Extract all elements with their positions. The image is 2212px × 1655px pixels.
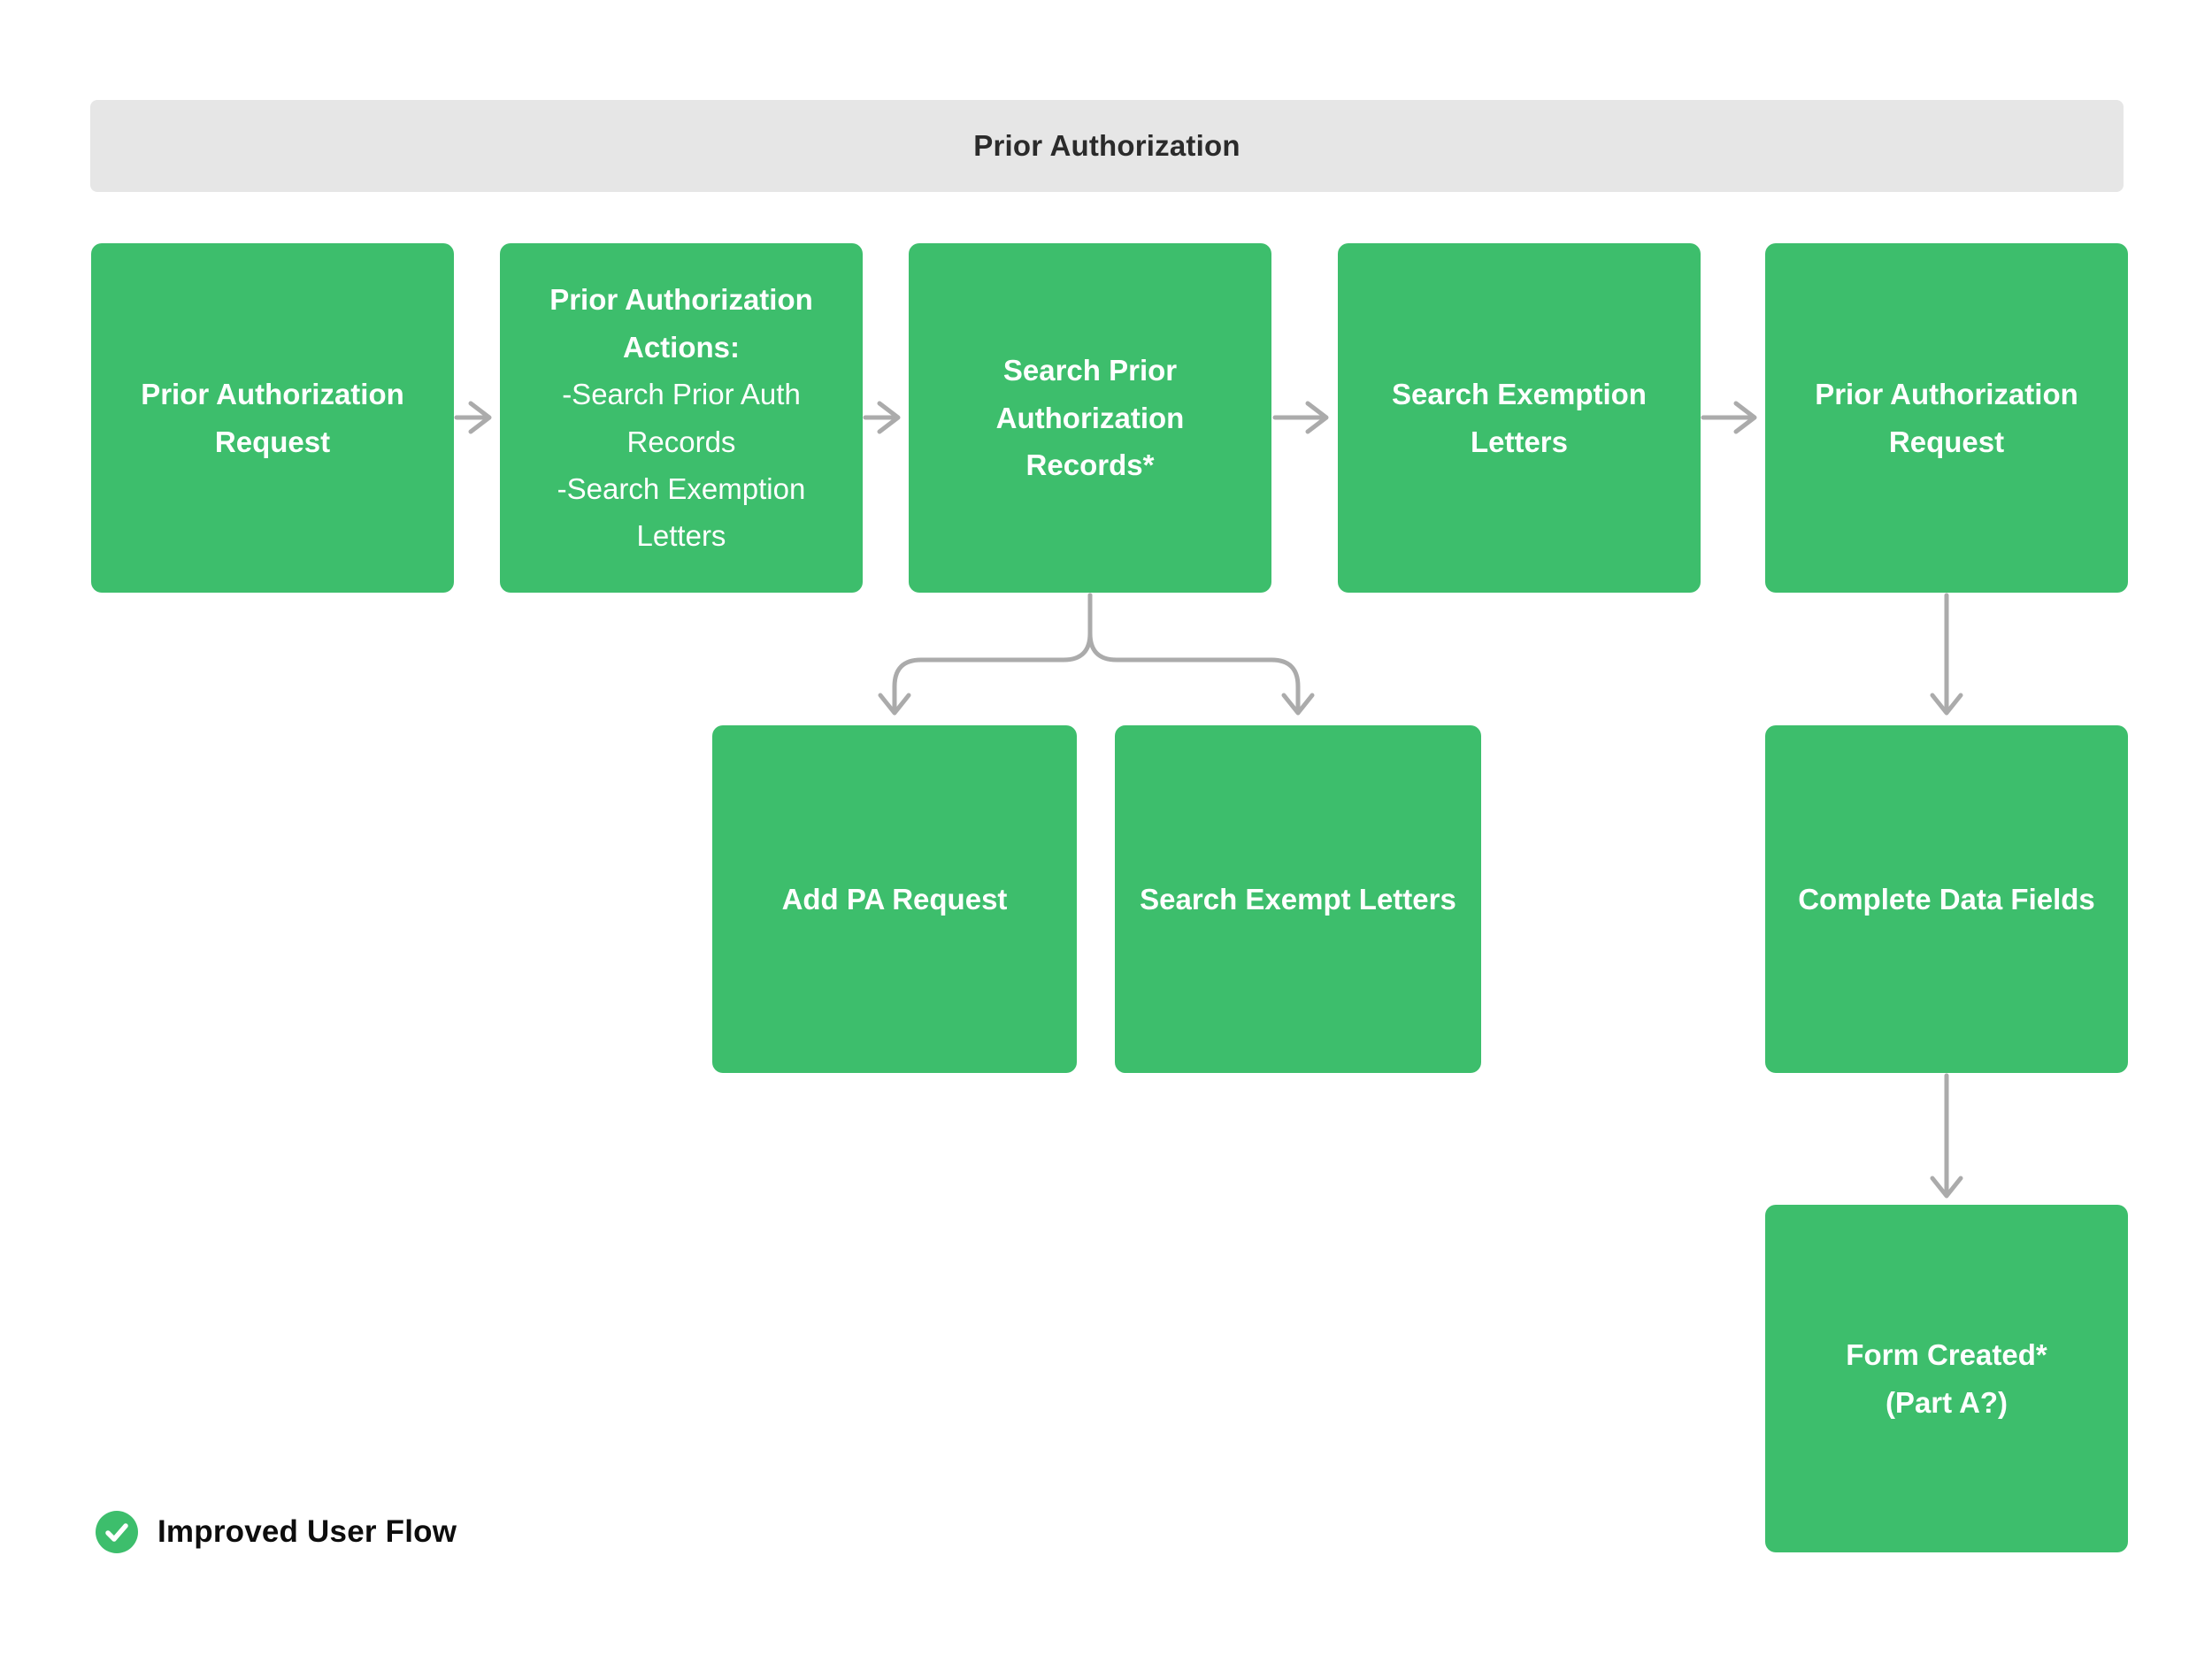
node-label: Search Exemption Letters	[1392, 378, 1647, 458]
node-prior-authorization-request-2: Prior Authorization Request	[1765, 243, 2128, 593]
node-search-prior-authorization-records: Search Prior Authorization Records*	[909, 243, 1271, 593]
node-search-exempt-letters: Search Exempt Letters	[1115, 725, 1481, 1073]
node-form-created: Form Created* (Part A?)	[1765, 1205, 2128, 1552]
legend-improved-user-flow: Improved User Flow	[96, 1511, 457, 1553]
node-label: Search Prior Authorization Records*	[995, 354, 1185, 482]
node-label: Search Exempt Letters	[1140, 882, 1456, 916]
node-prior-authorization-actions: Prior Authorization Actions: -Search Pri…	[500, 243, 863, 593]
arrow-fork-right	[1087, 593, 1315, 716]
arrow-right-4	[1701, 401, 1757, 434]
arrow-right-3	[1272, 401, 1329, 434]
arrow-fork-left	[878, 593, 1093, 716]
node-label: Complete Data Fields	[1798, 882, 2095, 916]
node-add-pa-request: Add PA Request	[712, 725, 1077, 1073]
diagram-title-bar: Prior Authorization	[90, 100, 2124, 192]
arrow-down-2	[1930, 1073, 1963, 1199]
node-action-item: -Search Prior Auth Records	[562, 378, 801, 458]
node-label: Prior Authorization Request	[1815, 378, 2078, 458]
node-label: Form Created* (Part A?)	[1846, 1338, 2047, 1419]
node-action-item: -Search Exemption Letters	[557, 471, 806, 553]
node-title: Prior Authorization Actions:	[549, 283, 813, 364]
arrow-right-1	[454, 401, 492, 434]
arrow-down-1	[1930, 593, 1963, 716]
node-label: Prior Authorization Request	[141, 378, 404, 458]
check-circle-icon	[96, 1511, 138, 1553]
node-label: Add PA Request	[781, 882, 1008, 916]
diagram-title: Prior Authorization	[973, 129, 1240, 162]
arrow-right-2	[863, 401, 901, 434]
node-search-exemption-letters: Search Exemption Letters	[1338, 243, 1701, 593]
legend-label: Improved User Flow	[157, 1514, 457, 1549]
node-prior-authorization-request-1: Prior Authorization Request	[91, 243, 454, 593]
node-complete-data-fields: Complete Data Fields	[1765, 725, 2128, 1073]
